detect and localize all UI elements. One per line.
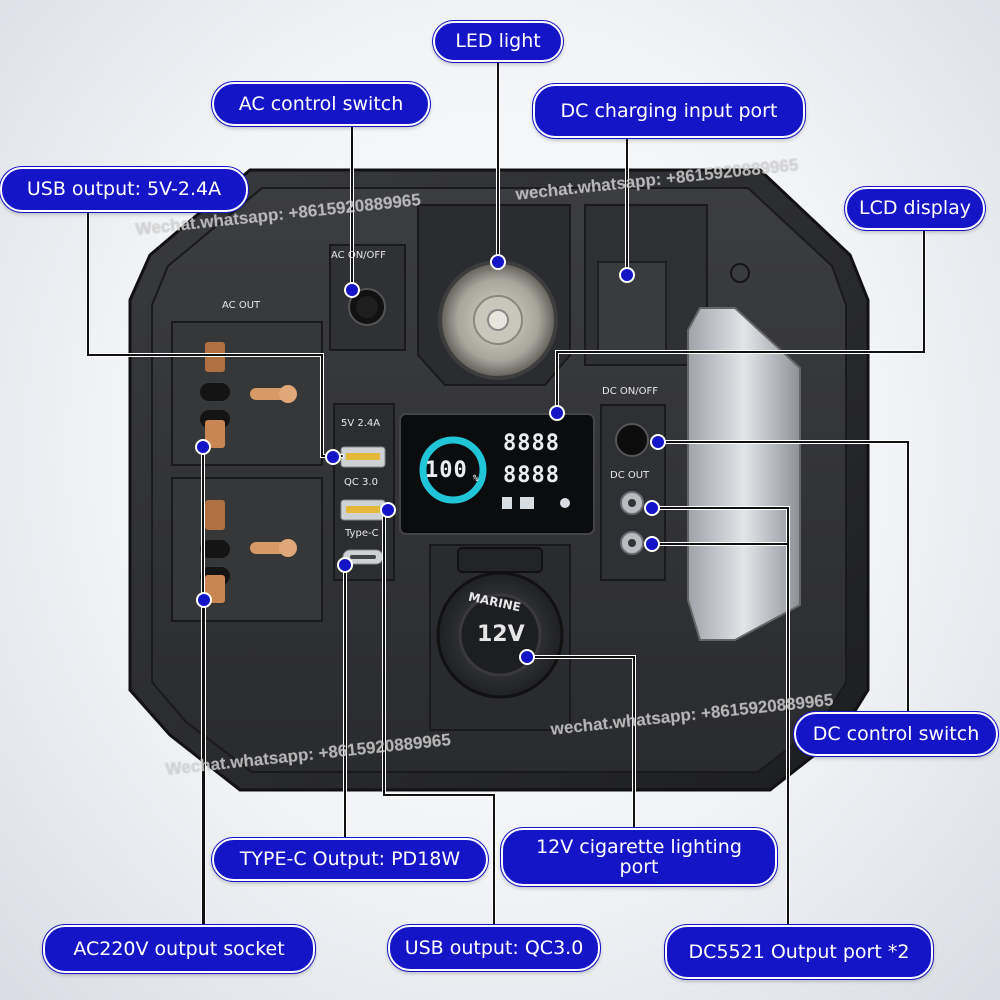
ac-onoff-text: AC ON/OFF	[331, 250, 386, 261]
dc-control-switch-label: DC control switch	[794, 712, 998, 756]
ac-control-switch-label: AC control switch	[212, 82, 430, 126]
lcd-value-1: 8888	[503, 431, 560, 456]
ac-socket-1	[171, 321, 323, 466]
qc30-text: QC 3.0	[344, 477, 378, 488]
ac220v-socket-label: AC220V output socket	[43, 925, 315, 973]
led-light-label: LED light	[433, 21, 563, 62]
cigarette-lighter-label-line2: port	[619, 856, 659, 878]
dc5521-output-label: DC5521 Output port *2	[665, 925, 933, 979]
ac-out-text: AC OUT	[222, 300, 261, 311]
carry-handle	[687, 307, 801, 641]
cigarette-lighter-label: 12V cigarette lighting port	[501, 828, 777, 886]
lcd-ring	[419, 436, 487, 504]
typec-text: Type-C	[345, 528, 379, 539]
volt-text: 12V	[477, 622, 525, 647]
cigarette-lighter-label-line1: 12V cigarette lighting	[536, 836, 742, 858]
lcd-percent: 100	[425, 458, 468, 483]
usb-output-qc3-label: USB output: QC3.0	[388, 925, 600, 971]
lcd-display-label: LCD display	[845, 187, 985, 230]
dc-out-text: DC OUT	[610, 470, 650, 481]
dc-onoff-text: DC ON/OFF	[602, 386, 658, 397]
type-c-output-label: TYPE-C Output: PD18W	[212, 838, 488, 881]
callout-lines	[86, 60, 926, 927]
dc-switch	[615, 423, 649, 457]
ac-socket-2	[171, 477, 323, 622]
lcd-percent-sign: %	[473, 474, 480, 484]
usb-output-5v-label: USB output: 5V-2.4A	[0, 167, 248, 212]
dc-charging-input-port-label: DC charging input port	[533, 84, 805, 138]
lcd-screen	[399, 413, 595, 535]
usb-5v-text: 5V 2.4A	[341, 418, 381, 429]
callout-dots	[195, 254, 666, 665]
lcd-value-2: 8888	[503, 463, 560, 488]
